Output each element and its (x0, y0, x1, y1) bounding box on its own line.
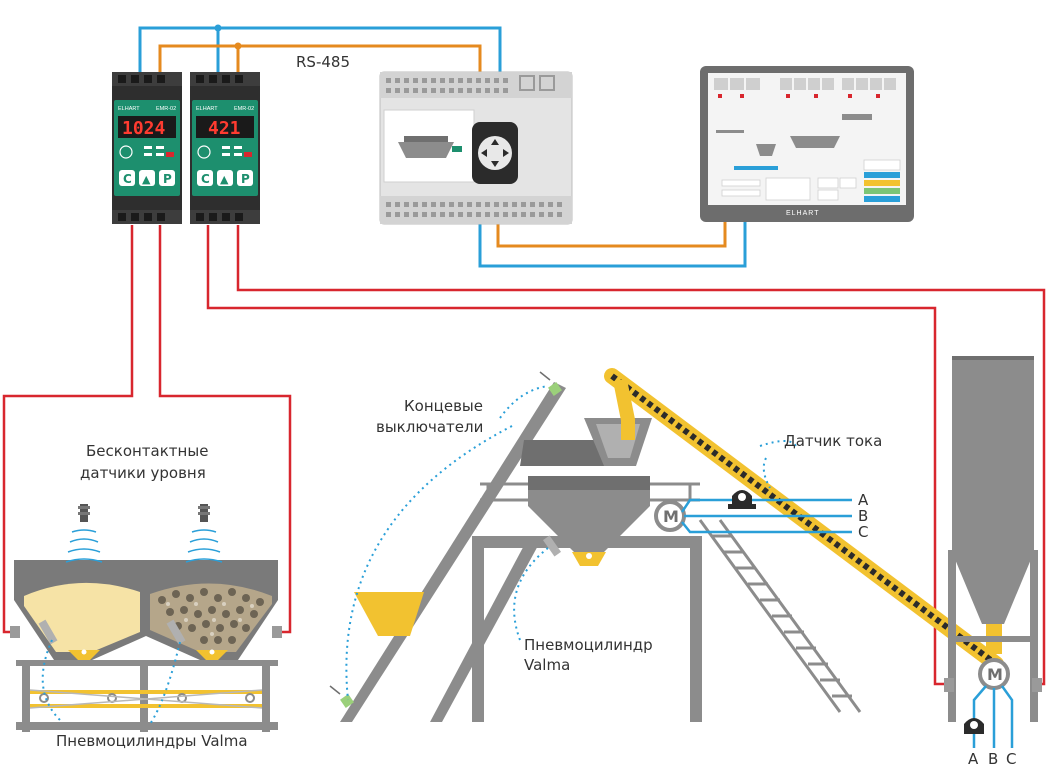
svg-text:▲: ▲ (220, 173, 229, 186)
level-sensors-label-line1: Бесконтактные (86, 442, 208, 460)
cement-silo: M (944, 356, 1042, 722)
silo-phase-b-label: B (988, 750, 998, 766)
limit-switch-top-icon (539, 371, 562, 396)
rs485-blue-wire (138, 26, 502, 75)
controller-1: ELHART EMR-02 1024 C ▲ P (112, 72, 182, 224)
controller-2-key-up[interactable] (217, 170, 233, 186)
plc-hmi-orange-wire (496, 222, 727, 248)
mixer-structure: M (329, 371, 862, 722)
cylinders-bottom-label: Пневмоцилиндры Valma (56, 732, 248, 750)
mixer-motor-label: M (663, 507, 679, 526)
plc-controller (379, 71, 573, 225)
controller-2: ELHART EMR-02 421 C ▲ P (190, 72, 260, 224)
svg-text:P: P (241, 172, 250, 186)
controller-2-brand: ELHART (196, 106, 218, 112)
plc-keypad-arrows-icon (481, 139, 509, 167)
controller-1-key-up[interactable] (139, 170, 155, 186)
current-sensor-silo (964, 685, 1014, 748)
hmi-brand: ELHART (786, 210, 820, 217)
level-sensor-right-icon (185, 504, 223, 563)
svg-text:P: P (163, 172, 172, 186)
level-sensor-left-icon (65, 504, 103, 563)
controller-1-status-icon (119, 145, 133, 159)
sand-gate (68, 650, 100, 660)
rs485-orange-wire (158, 44, 482, 75)
svg-text:▲: ▲ (142, 173, 151, 186)
gravel-gate (196, 650, 228, 660)
mixer-hopper (528, 476, 650, 552)
current-sensor-label: Датчик тока (784, 432, 882, 450)
limit-switches-label-line1: Концевые (404, 397, 483, 415)
silo-phase-a-label: A (968, 750, 979, 766)
left-hopper-wire-b (158, 225, 292, 634)
phase-a-label: A (858, 491, 869, 509)
skip-bucket (354, 592, 424, 636)
screw-conveyor (604, 368, 1004, 672)
cylinder-label-line1: Пневмоцилиндр (524, 636, 653, 654)
phase-c-label: C (858, 523, 868, 541)
plc-screen-hopper-icon (398, 142, 454, 158)
limit-switch-bottom-icon (329, 685, 354, 708)
cylinder-label-line2: Valma (524, 656, 570, 674)
rs485-wiring (138, 24, 747, 268)
silo-motor-label: M (987, 665, 1003, 684)
silo-phase-c-label: C (1006, 750, 1016, 766)
level-sensors-label-line2: датчики уровня (80, 464, 206, 482)
controller-2-status-icon (197, 145, 211, 159)
controller-1-key-c[interactable] (119, 170, 135, 186)
controller-2-display (196, 116, 254, 138)
controller-2-model: EMR-02 (234, 106, 254, 112)
controller-2-key-p[interactable] (237, 170, 253, 186)
controller-1-display-value: 1024 (122, 118, 166, 139)
svg-text:C: C (201, 172, 210, 186)
current-sensor-mixer (680, 440, 852, 534)
controller-2-key-c[interactable] (197, 170, 213, 186)
rs485-label: RS-485 (296, 53, 350, 71)
plc-hmi-blue-wire (478, 222, 747, 268)
hmi-panel: ELHART (700, 66, 914, 222)
controller-1-model: EMR-02 (156, 106, 176, 112)
aggregate-bins (0, 504, 300, 744)
silo-wire-a (206, 225, 948, 686)
left-hopper-wire-a (2, 225, 134, 634)
controller-1-display (118, 116, 176, 138)
svg-text:C: C (123, 172, 132, 186)
controller-2-display-value: 421 (208, 118, 241, 139)
limit-switches-label-line2: выключатели (376, 418, 483, 436)
controller-1-brand: ELHART (118, 106, 140, 112)
controller-1-key-p[interactable] (159, 170, 175, 186)
phase-b-label: B (858, 507, 868, 525)
